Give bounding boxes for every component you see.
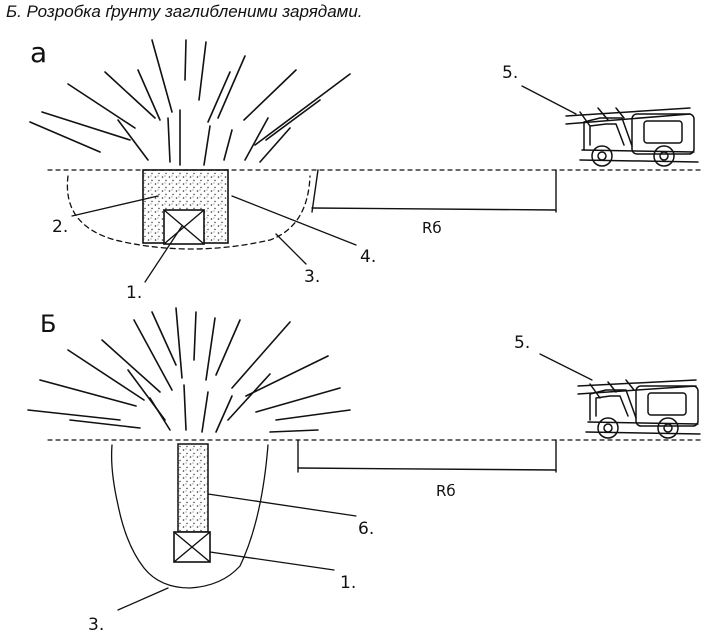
callout-3-a: 3.	[304, 267, 320, 287]
callout-4-a: 4.	[360, 247, 376, 267]
panel-a: а	[29, 36, 704, 303]
radius-label-a: Rб	[422, 219, 442, 237]
charge-cross-b	[173, 531, 211, 563]
figure-caption: Б. Розробка ґрунту заглибленими зарядами…	[6, 2, 363, 21]
leader-lines-b	[117, 353, 593, 611]
crater-outline	[66, 175, 311, 250]
crater-outline	[110, 444, 269, 589]
callout-1-a: 1.	[126, 283, 142, 303]
panel-a-label: а	[30, 36, 47, 69]
callout-6-b: 6.	[358, 519, 374, 539]
callout-1-b: 1.	[340, 573, 356, 593]
drilling-truck-b	[577, 379, 701, 439]
panel-b: Б	[27, 307, 704, 635]
explosion-rays	[27, 307, 351, 433]
radius-dimension-a	[311, 169, 557, 213]
explosion-rays	[29, 39, 351, 166]
stemming-fill	[177, 443, 209, 533]
callout-5-a: 5.	[502, 63, 518, 83]
radius-dimension-b	[297, 439, 557, 473]
callout-5-b: 5.	[514, 333, 530, 353]
callout-3-b: 3.	[88, 615, 104, 635]
charge-cross-b	[163, 209, 205, 245]
leader-lines-a	[71, 85, 577, 283]
panel-b-label: Б	[40, 310, 56, 338]
radius-label-b: Rб	[436, 482, 456, 500]
drilling-truck-a	[565, 107, 699, 167]
callout-2-a: 2.	[52, 217, 68, 237]
